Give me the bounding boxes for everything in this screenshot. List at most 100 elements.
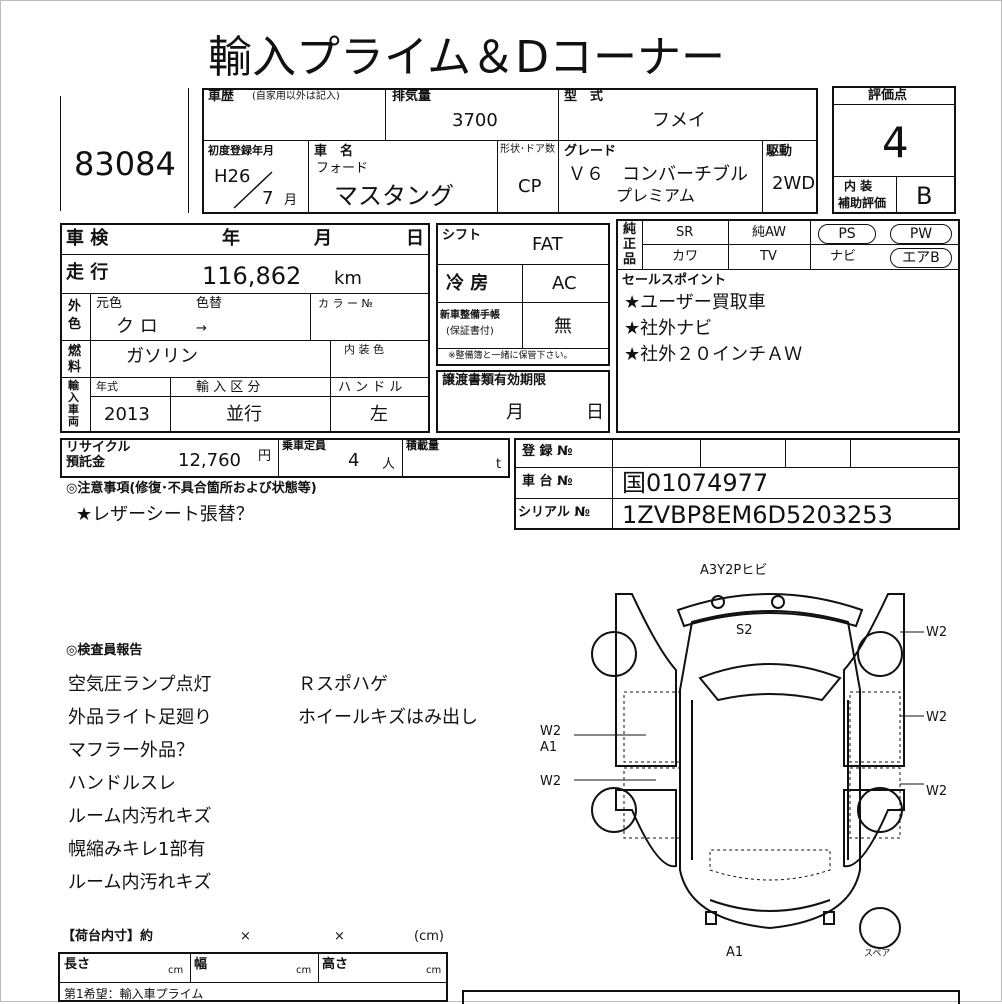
mid-col-line (310, 293, 311, 340)
cargo-label: 【荷台内寸】約 (62, 929, 154, 944)
sales-point-3: ★社外２０インチＡＷ (624, 344, 803, 365)
eq-col (810, 219, 811, 269)
mc-line (436, 348, 610, 349)
mc-col (522, 264, 523, 348)
left-mark-2: A1 (540, 740, 558, 755)
serial-value: 1ZVBP8EM6D5203253 (622, 501, 893, 529)
right-mark-3: W2 (926, 784, 948, 799)
transfer-month: 月 (506, 402, 524, 423)
fuel-value: ガソリン (126, 346, 198, 367)
report-item: ルーム内汚れキズ (68, 872, 212, 893)
mid-col-line (90, 293, 91, 433)
mid-line (60, 340, 430, 341)
mileage-unit: km (334, 268, 362, 289)
ext-color-label: 外色 (68, 299, 82, 332)
top-col-line (558, 88, 559, 140)
cargo-box (58, 952, 448, 1002)
manual-note: ※整備簿と一緒に保管下さい。 (448, 351, 573, 361)
grade-line2: プレミアム (616, 186, 695, 205)
reg-col (612, 438, 613, 530)
report-item: 幌縮みキレ1部有 (68, 839, 206, 860)
genuine-label: 純正品 (623, 222, 637, 267)
report-item: Ｒスポハゲ (298, 674, 388, 695)
equip-sr: SR (676, 225, 694, 240)
right-mark-1: W2 (926, 625, 948, 640)
length-label: 長さ (64, 957, 91, 972)
import-type-label: 輸 入 区 分 (196, 380, 261, 395)
bottom-right-box (462, 990, 960, 1004)
mc-line (436, 264, 610, 265)
score-line (896, 176, 897, 214)
equipment-box (616, 219, 960, 433)
equip-pw: PW (890, 224, 952, 244)
sales-label: セールスポイント (622, 273, 727, 288)
recycle-box (60, 438, 510, 478)
score-line (832, 176, 956, 177)
mid-line (60, 254, 430, 255)
reg-line (514, 498, 960, 499)
first-reg-year: H26 (214, 166, 251, 187)
first-reg-label: 初度登録年月 (208, 144, 274, 157)
length-unit: cm (168, 965, 184, 976)
eq-line (616, 269, 960, 270)
transfer-day: 日 (586, 402, 604, 423)
roof-damage-note: S2 (736, 623, 753, 638)
inspection-day: 日 (406, 228, 424, 249)
report-item: 空気圧ランプ点灯 (68, 674, 212, 695)
manual-value: 無 (554, 316, 572, 337)
fuel-label: 燃料 (68, 344, 82, 375)
equip-ps: PS (818, 224, 876, 244)
lot-number: 83084 (74, 145, 176, 183)
color-value: ク ロ (116, 316, 158, 337)
top-col-line (762, 140, 763, 214)
import-label: 輸入車両 (68, 379, 79, 428)
load-label: 積載量 (406, 439, 439, 452)
height-unit: cm (426, 965, 442, 976)
inspection-month: 月 (314, 228, 332, 249)
model-year-value: 2013 (104, 404, 150, 425)
car-name-value: マスタング (334, 182, 454, 210)
left-mark-1: W2 (540, 724, 562, 739)
orig-color-label: 元色 (96, 296, 123, 311)
displacement-label: 排気量 (392, 89, 432, 104)
mid-line (90, 396, 430, 397)
rear-damage-note: A1 (726, 945, 744, 960)
top-col-line (497, 140, 498, 214)
report-item: マフラー外品？ (68, 740, 194, 761)
inspection-year: 年 (222, 228, 240, 249)
report-item: ハンドルスレ (68, 773, 176, 794)
color-change-label: 色替 (196, 296, 223, 311)
notes-label: ◎注意事項(修復･不具合箇所および状態等) (66, 481, 317, 496)
rc-col (278, 438, 279, 478)
eq-line (642, 244, 960, 245)
ac-value: AC (552, 273, 577, 294)
mc-line (436, 302, 610, 303)
displacement-value: 3700 (452, 110, 498, 131)
car-damage-diagram (574, 593, 924, 949)
drive-label: 駆動 (766, 144, 793, 159)
transfer-label: 譲渡書類有効期限 (442, 373, 547, 388)
mid-col-line (330, 340, 331, 433)
mileage-label: 走 行 (66, 262, 109, 283)
ton-unit: t (496, 457, 502, 472)
interior-score: B (916, 182, 933, 210)
import-type-value: 並行 (226, 404, 262, 425)
score-box (832, 86, 956, 214)
model-label: 型 式 (564, 89, 604, 104)
chassis-value: 国01074977 (622, 469, 769, 497)
handle-label: ハ ン ド ル (338, 380, 403, 395)
color-arrow: → (196, 321, 207, 336)
interior-label2: 補助評価 (838, 196, 887, 210)
month-unit: 月 (284, 193, 298, 208)
rc-col (402, 438, 403, 478)
maker-name: フォード (316, 161, 369, 176)
cargo-x2: × (334, 929, 345, 944)
score-line (832, 104, 956, 105)
reg-line (514, 467, 960, 468)
sales-point-1: ★ユーザー買取車 (624, 292, 766, 313)
page-title: 輸入プライム＆Dコーナー (208, 32, 725, 83)
equip-airbag: エアB (890, 248, 952, 268)
right-mark-2: W2 (926, 710, 948, 725)
cargo-unit: (cm) (414, 929, 444, 944)
report-item: 外品ライト足廻り (68, 707, 212, 728)
